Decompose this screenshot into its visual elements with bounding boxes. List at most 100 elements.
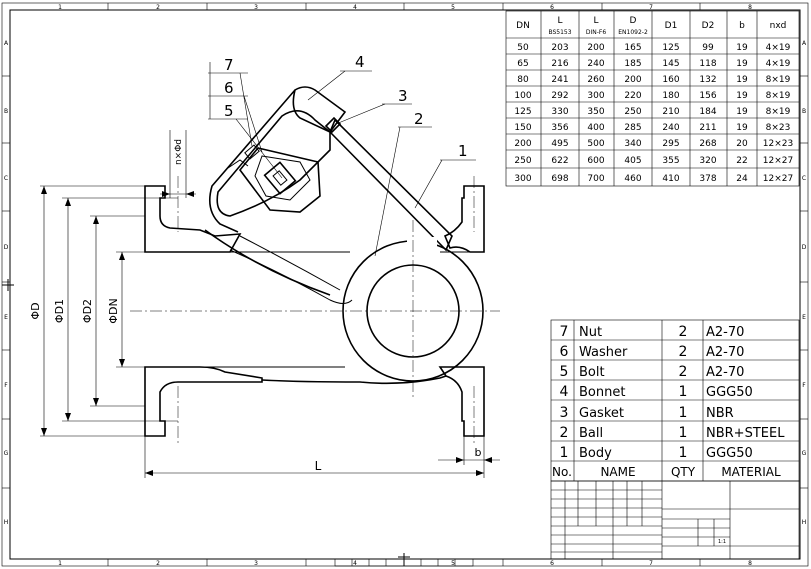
dim-th: D2 — [702, 21, 715, 31]
parts-cell-material: NBR — [706, 406, 734, 421]
col-label: 7 — [649, 560, 653, 567]
dim-th: L — [593, 16, 598, 26]
parts-cell-qty: 2 — [679, 364, 688, 380]
dim-table-cell: 220 — [624, 91, 641, 101]
dim-length: L — [315, 459, 322, 473]
row-label: C — [4, 175, 8, 182]
dim-table-cell: 200 — [514, 139, 531, 149]
dim-subth: BS5153 — [548, 29, 571, 36]
dim-table-cell: 185 — [624, 59, 641, 69]
dim-table-cell: 300 — [514, 174, 531, 184]
dim-table-cell: 19 — [736, 123, 748, 133]
dim-table-cell: 19 — [736, 43, 748, 53]
dim-table-cell: 8×23 — [766, 123, 791, 133]
row-label: A — [802, 40, 807, 47]
col-label: 4 — [353, 4, 357, 11]
parts-cell-no: 7 — [560, 324, 569, 340]
col-label: 2 — [156, 560, 160, 567]
col-label: 4 — [353, 560, 357, 567]
parts-cell-no: 1 — [560, 445, 569, 461]
dim-table-cell: 160 — [662, 75, 679, 85]
dim-table-cell: 250 — [624, 107, 641, 117]
dim-d2: ΦD2 — [81, 299, 94, 323]
col-label: 5 — [451, 560, 455, 567]
dim-subth: EN1092-2 — [618, 29, 648, 36]
row-label: G — [802, 450, 807, 457]
col-label: 3 — [254, 560, 258, 567]
dim-table-cell: 24 — [736, 174, 748, 184]
dim-table-cell: 165 — [624, 43, 641, 53]
parts-cell-name: Nut — [579, 325, 602, 340]
dim-table-cell: 200 — [587, 43, 604, 53]
dim-table-cell: 210 — [662, 107, 679, 117]
row-label: F — [802, 382, 806, 389]
dim-table-cell: 19 — [736, 107, 748, 117]
parts-cell-material: A2-70 — [706, 325, 744, 340]
parts-cell-name: Gasket — [579, 406, 624, 421]
dim-table-cell: 50 — [517, 43, 529, 53]
dim-table-cell: 8×19 — [766, 75, 791, 85]
dim-table-cell: 600 — [587, 156, 604, 166]
parts-cell-no: 6 — [560, 344, 569, 360]
dim-table-cell: 698 — [551, 174, 568, 184]
dimension-texts: ΦD ΦD1 ΦD2 ΦDN n×Φd L b — [29, 139, 482, 473]
dim-od: ΦD — [29, 302, 42, 319]
parts-cell-name: Ball — [579, 426, 603, 441]
title-block-scale: 1:1 — [718, 539, 726, 545]
dim-table-cell: 65 — [517, 59, 528, 69]
parts-cell-material: NBR+STEEL — [706, 426, 785, 441]
frame-rows: A B C D E F G H A B C D E F G H — [2, 40, 808, 526]
parts-th-material: MATERIAL — [721, 465, 781, 479]
balloon-2: 2 — [414, 110, 424, 128]
dim-table-cell: 260 — [587, 75, 604, 85]
col-label: 1 — [58, 560, 62, 567]
dim-table-cell: 118 — [699, 59, 716, 69]
dim-th: nxd — [770, 21, 787, 31]
parts-cell-qty: 1 — [679, 445, 688, 461]
parts-cell-no: 4 — [560, 384, 569, 400]
row-label: E — [802, 314, 806, 321]
dim-th: DN — [516, 21, 530, 31]
parts-cell-qty: 1 — [679, 384, 688, 400]
dim-table-cell: 100 — [514, 91, 531, 101]
bonnet-part — [209, 86, 347, 233]
dim-th: b — [739, 21, 745, 31]
row-label: D — [802, 244, 807, 251]
dim-table-cell: 211 — [699, 123, 716, 133]
col-label: 8 — [748, 4, 752, 11]
col-label: 6 — [550, 4, 554, 11]
dim-table-cell: 180 — [662, 91, 679, 101]
dim-table-cell: 330 — [551, 107, 568, 117]
dim-table-cell: 340 — [624, 139, 641, 149]
dim-table-cell: 20 — [736, 139, 748, 149]
row-label: C — [802, 175, 806, 182]
col-label: 3 — [254, 4, 258, 11]
col-label: 7 — [649, 4, 653, 11]
parts-th-qty: QTY — [671, 465, 696, 479]
dim-table-cell: 355 — [662, 156, 679, 166]
dim-table-cell: 622 — [551, 156, 568, 166]
part-callouts: 7 6 5 4 3 2 1 — [208, 53, 476, 257]
dim-table-cell: 22 — [736, 156, 747, 166]
dim-table-cell: 12×27 — [763, 174, 793, 184]
dim-table-cell: 8×19 — [766, 91, 791, 101]
parts-cell-no: 3 — [560, 405, 569, 421]
dim-flange: b — [475, 446, 482, 459]
dim-table-cell: 240 — [587, 59, 604, 69]
parts-cell-no: 5 — [560, 364, 569, 380]
row-label: H — [802, 519, 807, 526]
parts-cell-name: Bolt — [579, 365, 605, 380]
title-block: 1:1 — [550, 480, 800, 560]
parts-cell-qty: 2 — [679, 324, 688, 340]
row-label: A — [4, 40, 9, 47]
dim-th: D — [630, 16, 637, 26]
dim-subth: DIN-F6 — [586, 29, 606, 36]
dim-table-cell: 150 — [514, 123, 531, 133]
dim-table-cell: 145 — [662, 59, 679, 69]
parts-cell-qty: 1 — [679, 405, 688, 421]
parts-cell-material: GGG50 — [706, 385, 753, 400]
dim-table-cell: 700 — [587, 174, 604, 184]
